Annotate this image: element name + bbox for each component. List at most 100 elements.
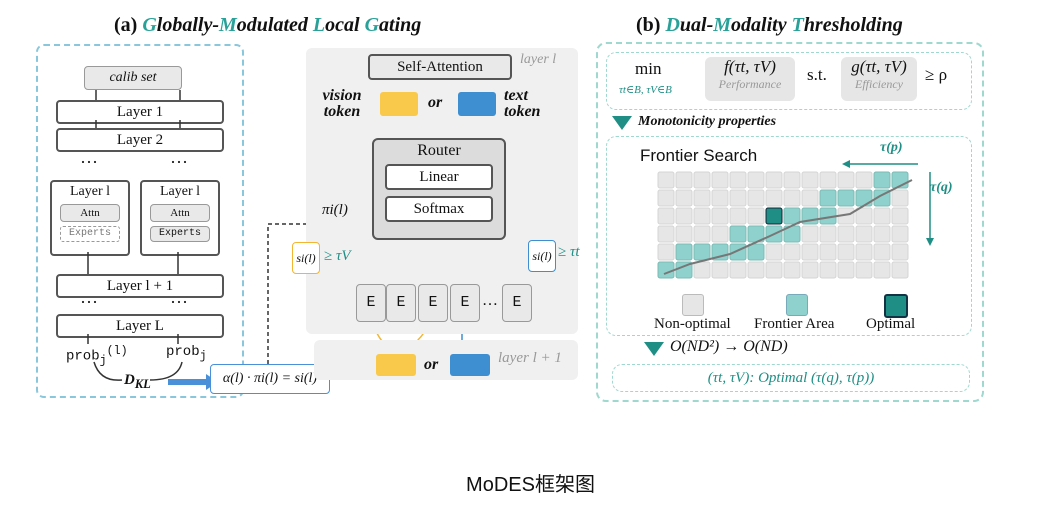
grid-cell	[693, 225, 711, 243]
expert-4: E	[450, 284, 480, 322]
grid-cell	[855, 207, 873, 225]
grid-cell	[729, 225, 747, 243]
performance-term: f(τt, τV) Performance	[705, 57, 795, 101]
score-text: si(l)	[528, 240, 556, 272]
grid-cell	[855, 261, 873, 279]
grid-cell	[657, 207, 675, 225]
tau-t-threshold: ≥ τt	[558, 244, 580, 260]
grid-cell	[711, 207, 729, 225]
grid-cell	[765, 189, 783, 207]
grid-cell	[873, 243, 891, 261]
tau-q-label: τ(q)	[930, 180, 953, 195]
grid-cell	[693, 189, 711, 207]
optimization-box: min τt∈B, τV∈B f(τt, τV) Performance s.t…	[606, 52, 972, 110]
grid-cell	[855, 243, 873, 261]
figure-caption: MoDES框架图	[466, 474, 595, 496]
monotonicity-label: Monotonicity properties	[638, 114, 777, 129]
grid-cell	[675, 207, 693, 225]
grid-cell	[657, 225, 675, 243]
grid-cell	[819, 225, 837, 243]
expert-ellipsis: …	[482, 292, 498, 309]
grid-cell	[747, 261, 765, 279]
tau-v-threshold: ≥ τV	[324, 248, 351, 264]
experts-left: Experts	[60, 226, 120, 242]
text-token-label: text token	[504, 87, 541, 120]
grid-cell	[837, 261, 855, 279]
expert-5: E	[502, 284, 532, 322]
grid-cell	[801, 261, 819, 279]
frontier-search-box	[606, 136, 972, 336]
layer-l-plus-1: Layer l + 1	[56, 274, 224, 298]
layer-l-left: Layer l Attn Experts	[50, 180, 130, 256]
grid-cell	[855, 189, 873, 207]
frontier-search-title: Frontier Search	[640, 146, 758, 165]
next-layer-label: layer l + 1	[498, 350, 562, 366]
grid-cell	[693, 207, 711, 225]
frontier-path	[663, 179, 913, 275]
legend-frontier: Frontier Area	[754, 316, 835, 332]
grid-cell	[693, 243, 711, 261]
grid-cell	[873, 225, 891, 243]
router: Router Linear Softmax	[372, 138, 506, 240]
grid-cell	[837, 243, 855, 261]
grid-cell	[657, 189, 675, 207]
calibration-panel	[36, 44, 244, 398]
grid-cell	[675, 225, 693, 243]
prob-right: probj	[166, 344, 207, 363]
efficiency-term: g(τt, τV) Efficiency	[841, 57, 917, 101]
alpha-equation: α(l) · πi(l) = si(l)	[210, 364, 330, 394]
experts-right: Experts	[150, 226, 210, 242]
frontier-grid	[657, 160, 934, 279]
grid-cell	[891, 261, 909, 279]
pi-label: πi(l)	[322, 202, 348, 218]
grid-cell	[729, 207, 747, 225]
grid-cell	[747, 207, 765, 225]
min-subscript: τt∈B, τV∈B	[619, 84, 672, 96]
triangle-down-icon	[612, 116, 632, 130]
grid-cell	[801, 171, 819, 189]
grid-cell	[729, 261, 747, 279]
grid-cell	[783, 243, 801, 261]
grid-cell	[711, 189, 729, 207]
subject-to: s.t.	[807, 65, 827, 84]
grid-cell	[819, 189, 837, 207]
vision-token-label: vision token	[322, 87, 362, 120]
expert-3: E	[418, 284, 448, 322]
grid-cell	[711, 225, 729, 243]
grid-cell	[747, 243, 765, 261]
dots-left: ···	[80, 152, 98, 172]
dots-right: ···	[170, 152, 188, 172]
dots-left-2: ···	[80, 292, 98, 312]
rho-constraint: ≥ ρ	[925, 65, 948, 84]
dots-right-2: ···	[170, 292, 188, 312]
grid-cell	[675, 189, 693, 207]
complexity: O(ND²) → O(ND)	[670, 338, 788, 355]
calib-set-box: calib set	[84, 66, 182, 90]
grid-cell	[801, 189, 819, 207]
triangle-down-icon-2	[644, 342, 664, 356]
grid-cell	[801, 225, 819, 243]
expert-2: E	[386, 284, 416, 322]
grid-cell	[837, 171, 855, 189]
grid-cell	[891, 243, 909, 261]
grid-cell	[837, 189, 855, 207]
grid-cell	[747, 171, 765, 189]
thresholding-panel	[596, 42, 984, 402]
grid-cell	[855, 225, 873, 243]
or-label-1: or	[428, 94, 443, 111]
output-text-token	[450, 354, 490, 376]
grid-cell	[891, 189, 909, 207]
grid-cell	[801, 243, 819, 261]
grid-cell	[765, 243, 783, 261]
grid-cell	[765, 171, 783, 189]
layer-2: Layer 2	[56, 128, 224, 152]
panel-a-title: (a) Globally-Modulated Local Gating	[114, 14, 422, 36]
grid-cell	[693, 171, 711, 189]
grid-cell	[675, 243, 693, 261]
layer-l-label: layer l	[520, 52, 557, 67]
grid-cell	[747, 189, 765, 207]
grid-cell	[873, 207, 891, 225]
expert-1: E	[356, 284, 386, 322]
attn-right: Attn	[150, 204, 210, 222]
prob-left: probj(l)	[66, 344, 128, 368]
